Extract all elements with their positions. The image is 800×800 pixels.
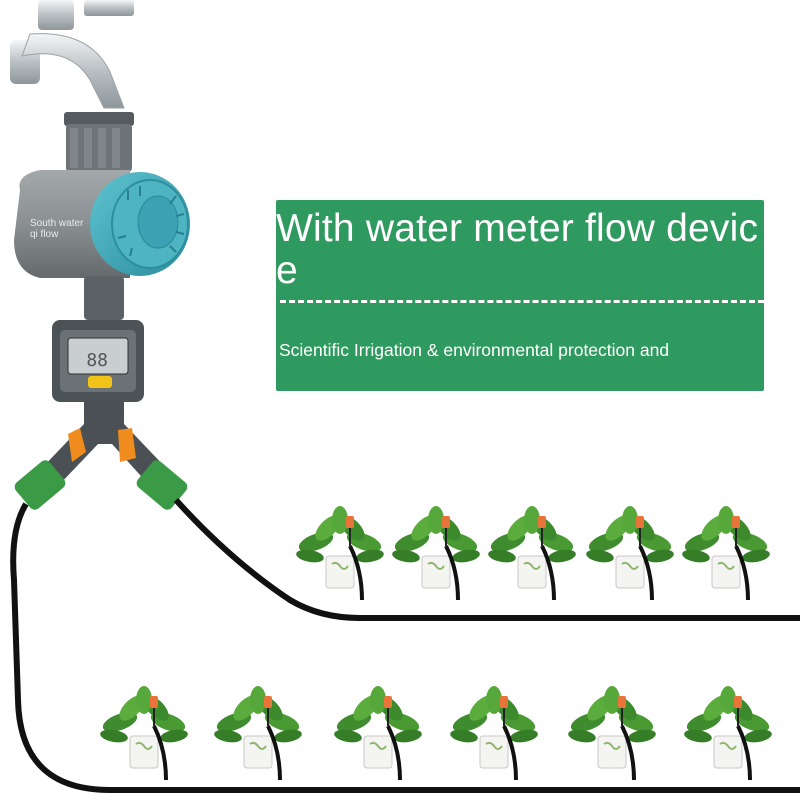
y-splitter-icon (14, 400, 188, 510)
banner-title: With water meter flow device (276, 207, 759, 292)
banner-divider (280, 300, 764, 303)
water-timer-icon (14, 170, 190, 320)
banner-subtitle: Scientific Irrigation & environmental pr… (279, 340, 670, 360)
plant-pot-icon (97, 504, 775, 782)
hose-lines (10, 497, 800, 793)
device-label: South water qi flow (30, 218, 84, 240)
promo-banner: With water meter flow device Scientific … (276, 200, 764, 391)
flow-meter-icon: 88 (52, 320, 144, 402)
faucet-icon (10, 0, 134, 172)
meter-digits: 88 (86, 350, 108, 371)
